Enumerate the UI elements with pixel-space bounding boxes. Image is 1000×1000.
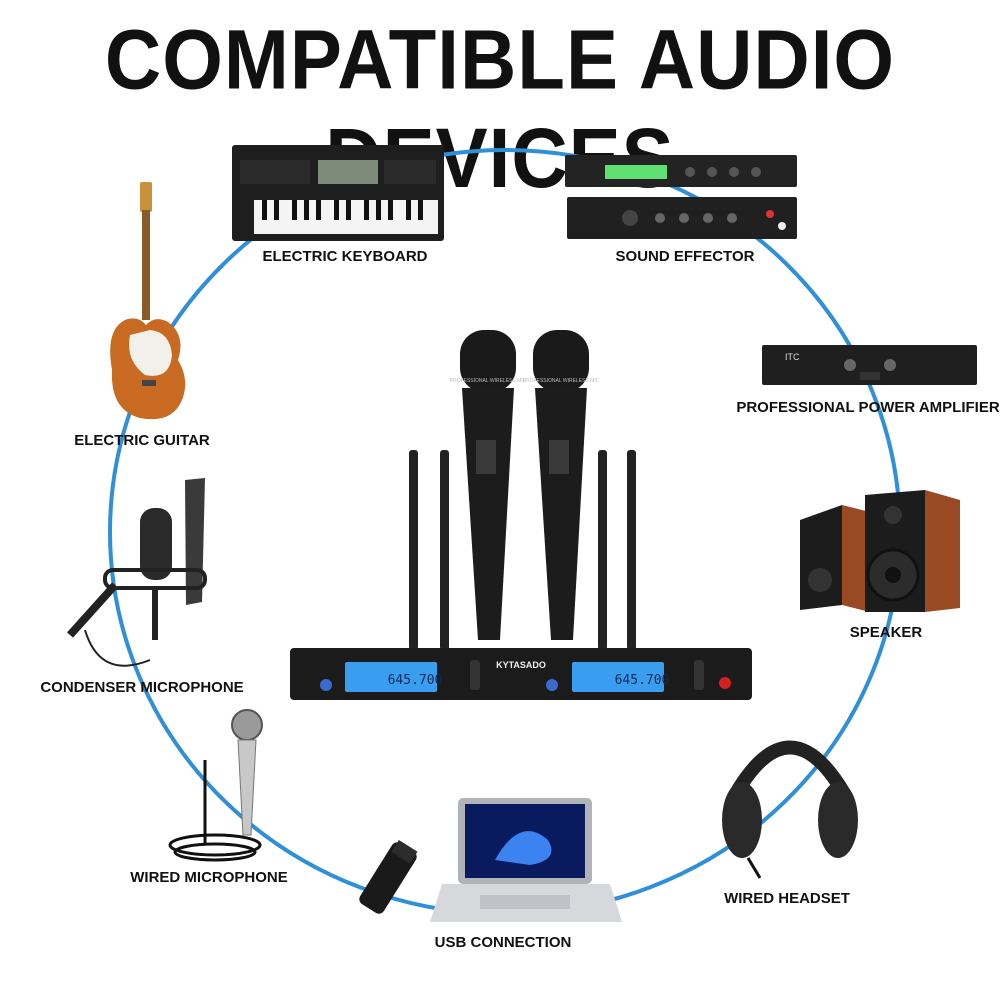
label-amplifier: PROFESSIONAL POWER AMPLIFIER [736,399,1000,416]
label-headset: WIRED HEADSET [724,890,850,907]
label-effector: SOUND EFFECTOR [615,248,755,265]
usb-dongle-image [359,839,418,914]
svg-text:ITC: ITC [785,352,800,362]
label-condenser-microphone: CONDENSER MICROPHONE [40,679,244,696]
wireless-receiver: 645.700 645.700 KYTASADO [290,648,752,700]
handheld-mic-right: PROFESSIONAL WIRELESS MIC [523,330,600,640]
antennas [409,450,636,650]
handheld-mic-left: PROFESSIONAL WIRELESS MIC [450,330,527,640]
amplifier-image: ITC [762,345,977,385]
label-wired-microphone: WIRED MICROPHONE [130,869,288,886]
receiver-freq-a: 645.700 [388,673,443,688]
label-keyboard: ELECTRIC KEYBOARD [262,248,428,265]
label-guitar: ELECTRIC GUITAR [74,432,210,449]
keyboard-image [232,145,444,241]
label-usb: USB CONNECTION [434,934,572,951]
guitar-image [110,182,186,420]
receiver-freq-b: 645.700 [615,673,670,688]
svg-text:PROFESSIONAL WIRELESS MIC: PROFESSIONAL WIRELESS MIC [450,378,527,384]
receiver-brand: KYTASADO [496,660,546,670]
wired-microphone-image [168,709,263,862]
laptop-image [430,798,622,922]
condenser-microphone-image [67,478,207,667]
svg-text:PROFESSIONAL WIRELESS MIC: PROFESSIONAL WIRELESS MIC [523,378,600,384]
label-speaker: SPEAKER [849,624,923,641]
headset-image [722,740,858,879]
effector-image [565,155,797,239]
speaker-image [800,490,960,612]
